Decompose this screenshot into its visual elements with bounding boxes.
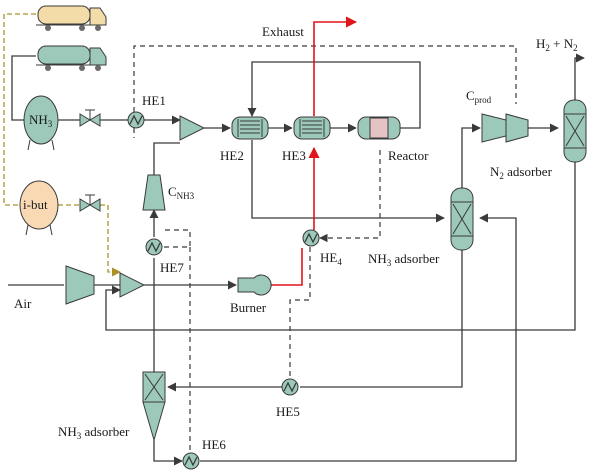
reactor-to-he4-dashed-line	[319, 150, 381, 243]
burner-to-he4-line	[266, 248, 303, 286]
nh3-adsorber-bottom-label: NH3 adsorber	[58, 424, 130, 441]
he1-heat-exchanger-icon: HE1	[127, 93, 166, 129]
he7-label: HE7	[160, 260, 184, 275]
cnh3-label: CNH3	[168, 184, 195, 201]
he7-dashed-line	[164, 229, 191, 248]
ibut-storage-tank: i-but	[19, 180, 59, 236]
mixer-top	[179, 115, 206, 141]
cnh3-compressor: CNH3	[142, 174, 195, 211]
nh3-adsorber-bottom: NH3 adsorber	[58, 371, 166, 442]
he3-heat-exchanger: HE3	[282, 116, 331, 163]
bottom-ads-to-he6-line	[153, 440, 183, 466]
cprod-label: Cprod	[466, 88, 492, 105]
mixer-bottom	[119, 272, 146, 298]
cnh3-to-mixer-line	[153, 142, 180, 175]
he6-heat-exchanger-icon: HE6	[182, 437, 226, 470]
n2-adsorber-label: N2 adsorber	[490, 164, 553, 181]
h2n2-product-label: H2 + N2	[536, 36, 578, 53]
he5-heat-exchanger-icon: HE5	[276, 378, 300, 419]
nh3-truck-line	[11, 55, 36, 121]
air-label: Air	[14, 296, 32, 311]
n2-adsorber: N2 adsorber	[490, 99, 587, 181]
reactor-label: Reactor	[388, 148, 429, 163]
burner: Burner	[230, 274, 272, 315]
nh3ads-to-cprod-line	[461, 123, 481, 190]
he1-label: HE1	[142, 93, 166, 108]
reactor: Reactor	[357, 116, 429, 163]
nh3-storage-tank: NH3	[23, 95, 59, 151]
reactor-loop-line	[247, 61, 421, 129]
he4-to-he5-dashed-line	[289, 247, 311, 378]
he3-label: HE3	[282, 148, 306, 163]
cprod-compressor: Cprod	[466, 88, 529, 143]
nh3-tank-label: NH3	[29, 112, 53, 129]
supply-truck-bottom	[36, 45, 107, 71]
he4-heat-exchanger-icon: HE4	[302, 229, 342, 267]
he5-label: HE5	[276, 404, 300, 419]
he4-label: HE4	[320, 250, 342, 267]
he6-label: HE6	[202, 437, 226, 452]
truck-supply-line	[3, 13, 36, 206]
ibut-valve-icon[interactable]	[79, 194, 101, 212]
he7-heat-exchanger-icon: HE7	[145, 238, 184, 275]
he2-heat-exchanger: HE2	[220, 116, 269, 163]
air-compressor: Air	[14, 265, 95, 311]
ibut-feed-line	[58, 204, 120, 272]
he2-label: HE2	[220, 148, 244, 163]
exhaust-label: Exhaust	[262, 24, 304, 39]
burner-label: Burner	[230, 300, 267, 315]
supply-truck-top	[36, 5, 107, 31]
nh3ads-right-to-he5-line	[300, 250, 463, 388]
he1-top-dashed-line	[133, 45, 517, 112]
he6-out-line	[200, 213, 517, 462]
ibut-tank-label: i-but	[23, 197, 48, 212]
nh3-adsorber-right-label: NH3 adsorber	[368, 251, 440, 268]
n2ads-return-line	[105, 162, 576, 331]
nh3-adsorber-right: NH3 adsorber	[368, 187, 474, 268]
he3-to-exhaust-line	[313, 16, 358, 116]
h2n2-product-line	[574, 53, 585, 100]
nh3-valve-icon[interactable]	[79, 109, 101, 127]
